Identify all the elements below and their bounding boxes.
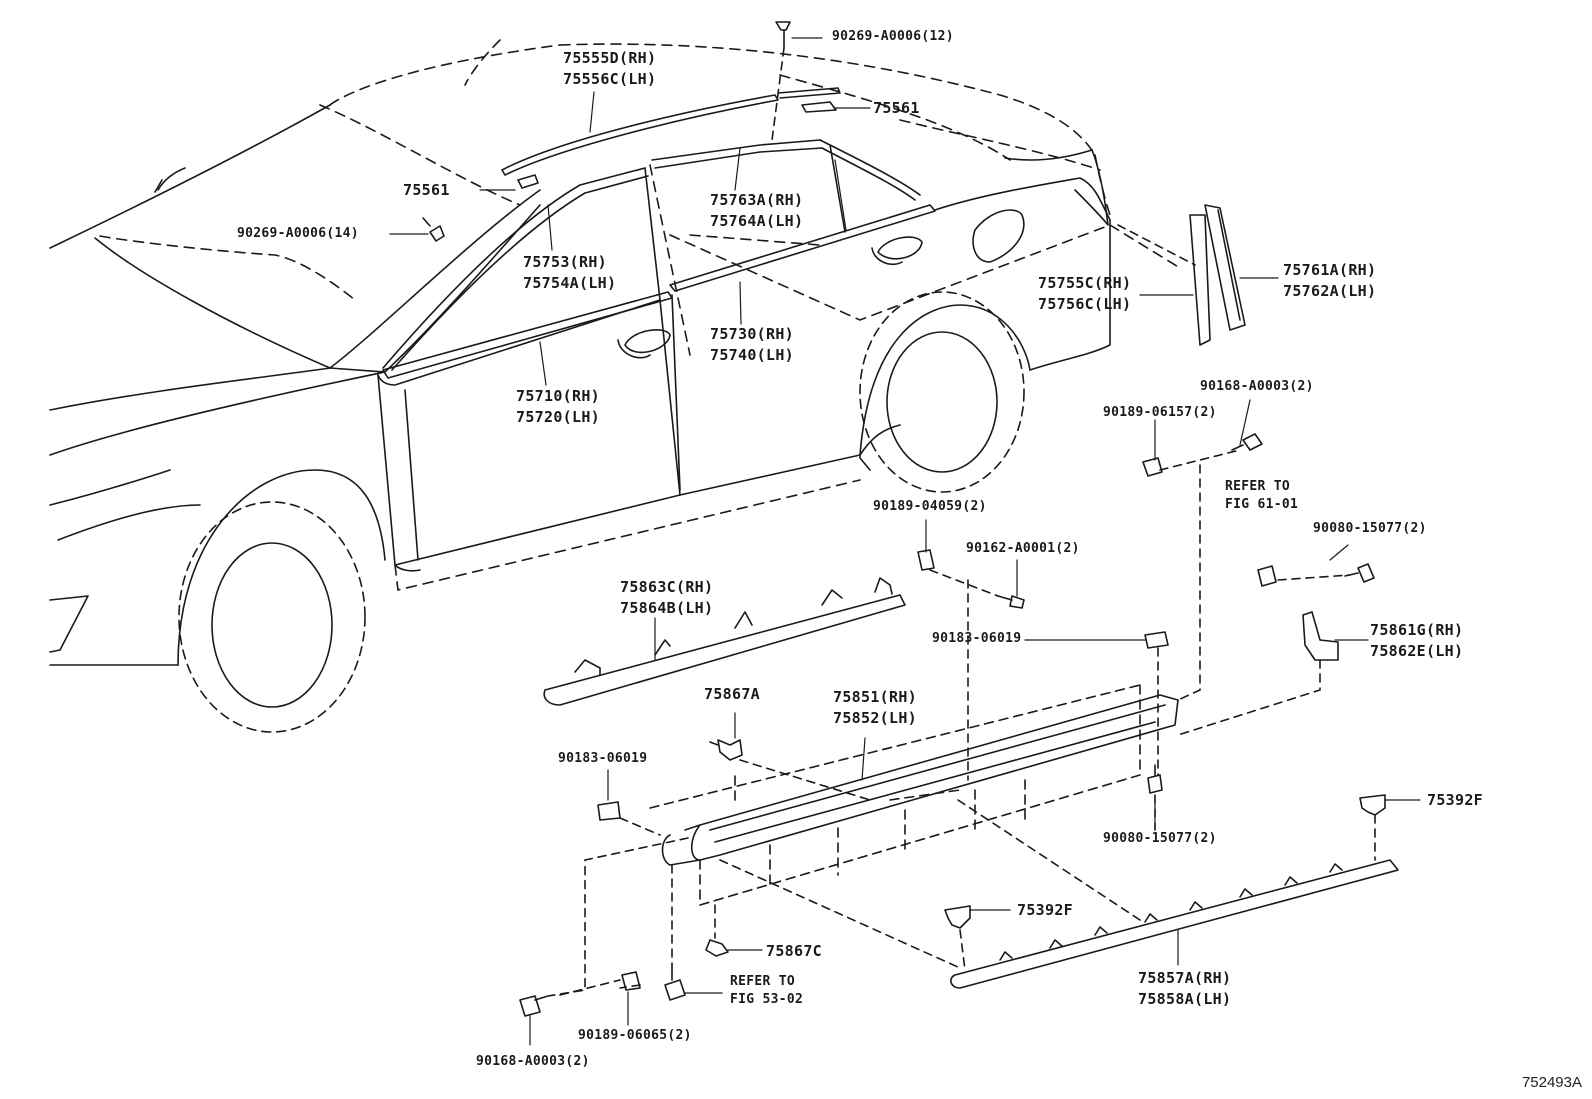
callout-75851: 75851(RH) 75852(LH) [833,687,917,729]
label-line: 75710(RH) [516,387,600,405]
label-line: 75858A(LH) [1138,990,1232,1008]
callout-90183-06019-left: 90183-06019 [558,750,647,768]
label-line: FIG 61-01 [1225,497,1299,512]
label-line: 90080-15077(2) [1313,521,1427,536]
label-line: 90183-06019 [932,631,1022,646]
label-line: 90269-A0006(14) [237,226,359,241]
callout-75857a: 75857A(RH) 75858A(LH) [1138,968,1231,1010]
callout-75861g: 75861G(RH) 75862E(LH) [1370,620,1463,662]
label-line: 75392F [1017,901,1073,919]
label-line: 75762A(LH) [1283,282,1377,300]
callout-90168-a0003-bottom: 90168-A0003(2) [476,1053,590,1071]
label-line: 90183-06019 [558,751,648,766]
callout-90183-06019-right: 90183-06019 [932,630,1021,648]
label-line: 90189-06065(2) [578,1028,692,1043]
callout-90080-15077-bottom: 90080-15077(2) [1103,830,1217,848]
fasteners [519,433,1386,1017]
callout-75753: 75753(RH) 75754A(LH) [523,252,616,294]
label-line: 75864B(LH) [620,599,714,617]
label-line: 75761A(RH) [1283,261,1377,279]
pillar-garnish [1189,204,1246,346]
label-line: 75730(RH) [710,325,794,343]
figure-id: 752493A [1521,1074,1582,1091]
label-line: 90269-A0006(12) [832,29,954,44]
callout-75392f-bottom: 75392F [1017,900,1073,921]
label-line: 90189-06157(2) [1103,405,1217,420]
label-line: 90162-A0001(2) [966,541,1080,556]
callout-refer-fig-61-01: REFER TO FIG 61-01 [1225,478,1298,514]
label-line: 75561 [873,99,920,117]
label-line: 75740(LH) [710,346,794,364]
label-line: 75561 [403,181,450,199]
label-line: 75857A(RH) [1138,969,1232,987]
callout-75763a: 75763A(RH) 75764A(LH) [710,190,803,232]
label-line: 75862E(LH) [1370,642,1464,660]
callout-75761a: 75761A(RH) 75762A(LH) [1283,260,1376,302]
label-line: REFER TO [730,974,796,989]
callout-75561-left: 75561 [403,180,450,201]
label-line: 90168-A0003(2) [1200,379,1314,394]
vehicle-outline [49,39,1181,733]
label-line: 75755C(RH) [1038,274,1132,292]
callout-90189-06157: 90189-06157(2) [1103,404,1217,422]
callout-75755c: 75755C(RH) 75756C(LH) [1038,273,1131,315]
label-line: FIG 53-02 [730,992,804,1007]
label-line: 90168-A0003(2) [476,1054,590,1069]
label-line: 75861G(RH) [1370,621,1464,639]
callout-75561-top: 75561 [873,98,920,119]
label-line: 75763A(RH) [710,191,804,209]
label-line: 75556C(LH) [563,70,657,88]
callout-90189-06065: 90189-06065(2) [578,1027,692,1045]
label-line: 90080-15077(2) [1103,831,1217,846]
callout-75555d: 75555D(RH) 75556C(LH) [563,48,656,90]
label-line: 75754A(LH) [523,274,617,292]
rocker-panels [543,577,1399,989]
assembly-lines [547,47,1376,997]
callout-90168-a0003-top: 90168-A0003(2) [1200,378,1314,396]
callout-refer-fig-53-02: REFER TO FIG 53-02 [730,973,803,1009]
label-line: 75392F [1427,791,1483,809]
callout-75867c: 75867C [766,941,822,962]
label-line: 75555D(RH) [563,49,657,67]
callout-75710: 75710(RH) 75720(LH) [516,386,600,428]
label-line: 75867C [766,942,822,960]
callout-90189-04059: 90189-04059(2) [873,498,987,516]
leader-lines [389,37,1421,1046]
label-line: 75867A [704,685,760,703]
label-line: 75764A(LH) [710,212,804,230]
label-line: 75756C(LH) [1038,295,1132,313]
callout-75392f-top: 75392F [1427,790,1483,811]
label-line: 75852(LH) [833,709,917,727]
label-line: 75753(RH) [523,253,607,271]
label-line: REFER TO [1225,479,1291,494]
callout-90269-a0006-12: 90269-A0006(12) [832,28,954,46]
callout-75867a: 75867A [704,684,760,705]
label-line: 75720(LH) [516,408,600,426]
callout-75730: 75730(RH) 75740(LH) [710,324,794,366]
label-line: 90189-04059(2) [873,499,987,514]
window-mouldings [382,21,936,379]
callout-90162-a0001: 90162-A0001(2) [966,540,1080,558]
label-line: 75851(RH) [833,688,917,706]
label-line: 75863C(RH) [620,578,714,596]
callout-90080-15077-top: 90080-15077(2) [1313,520,1427,538]
callout-75863c: 75863C(RH) 75864B(LH) [620,577,713,619]
callout-90269-a0006-14: 90269-A0006(14) [237,225,359,243]
